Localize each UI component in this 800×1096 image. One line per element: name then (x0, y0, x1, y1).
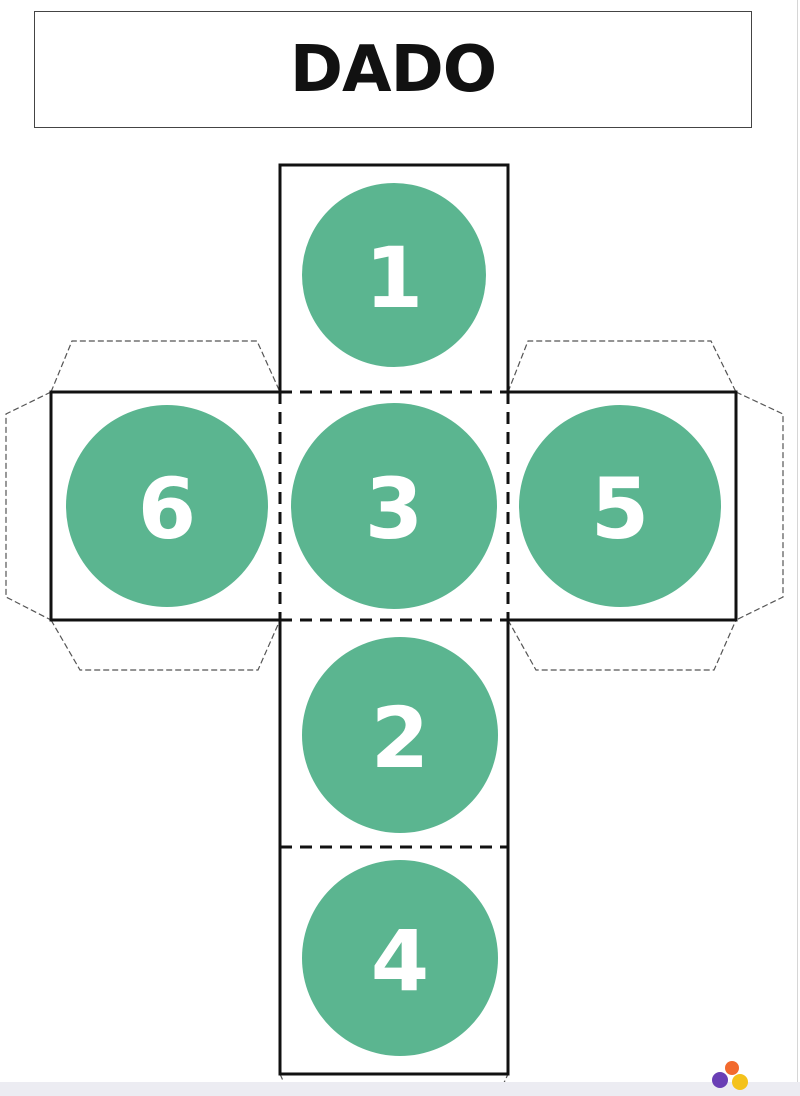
face-top: 1 (302, 183, 486, 367)
page-edge (797, 0, 798, 1082)
glue-tab-left-bottom (50, 619, 281, 671)
face-circle (302, 183, 486, 367)
face-below: 2 (302, 637, 498, 833)
face-number: 4 (371, 912, 429, 1010)
face-circle (302, 860, 498, 1056)
face-right: 5 (519, 405, 721, 607)
glue-tab-left-top (50, 340, 281, 393)
fold-lines (278, 390, 510, 849)
face-number: 3 (365, 460, 423, 558)
face-circle (519, 405, 721, 607)
face-circle (291, 403, 497, 609)
face-number: 6 (138, 460, 196, 558)
page-title: DADO (289, 32, 497, 107)
glue-tab-left-side (5, 391, 52, 621)
face-circle (302, 637, 498, 833)
face-number: 1 (365, 229, 423, 327)
glue-tab-right-side (735, 391, 784, 621)
glue-tab-right-top (507, 340, 737, 393)
glue-tab-right-bottom (507, 619, 737, 671)
face-circle (66, 405, 268, 607)
face-number: 5 (591, 460, 649, 558)
title-box: DADO (34, 11, 752, 128)
colored-dots-logo-icon (712, 1061, 748, 1090)
face-center: 3 (291, 403, 497, 609)
face-left: 6 (66, 405, 268, 607)
face-bottom: 4 (302, 860, 498, 1056)
face-number: 2 (371, 689, 429, 787)
bottom-bar (0, 1082, 800, 1096)
